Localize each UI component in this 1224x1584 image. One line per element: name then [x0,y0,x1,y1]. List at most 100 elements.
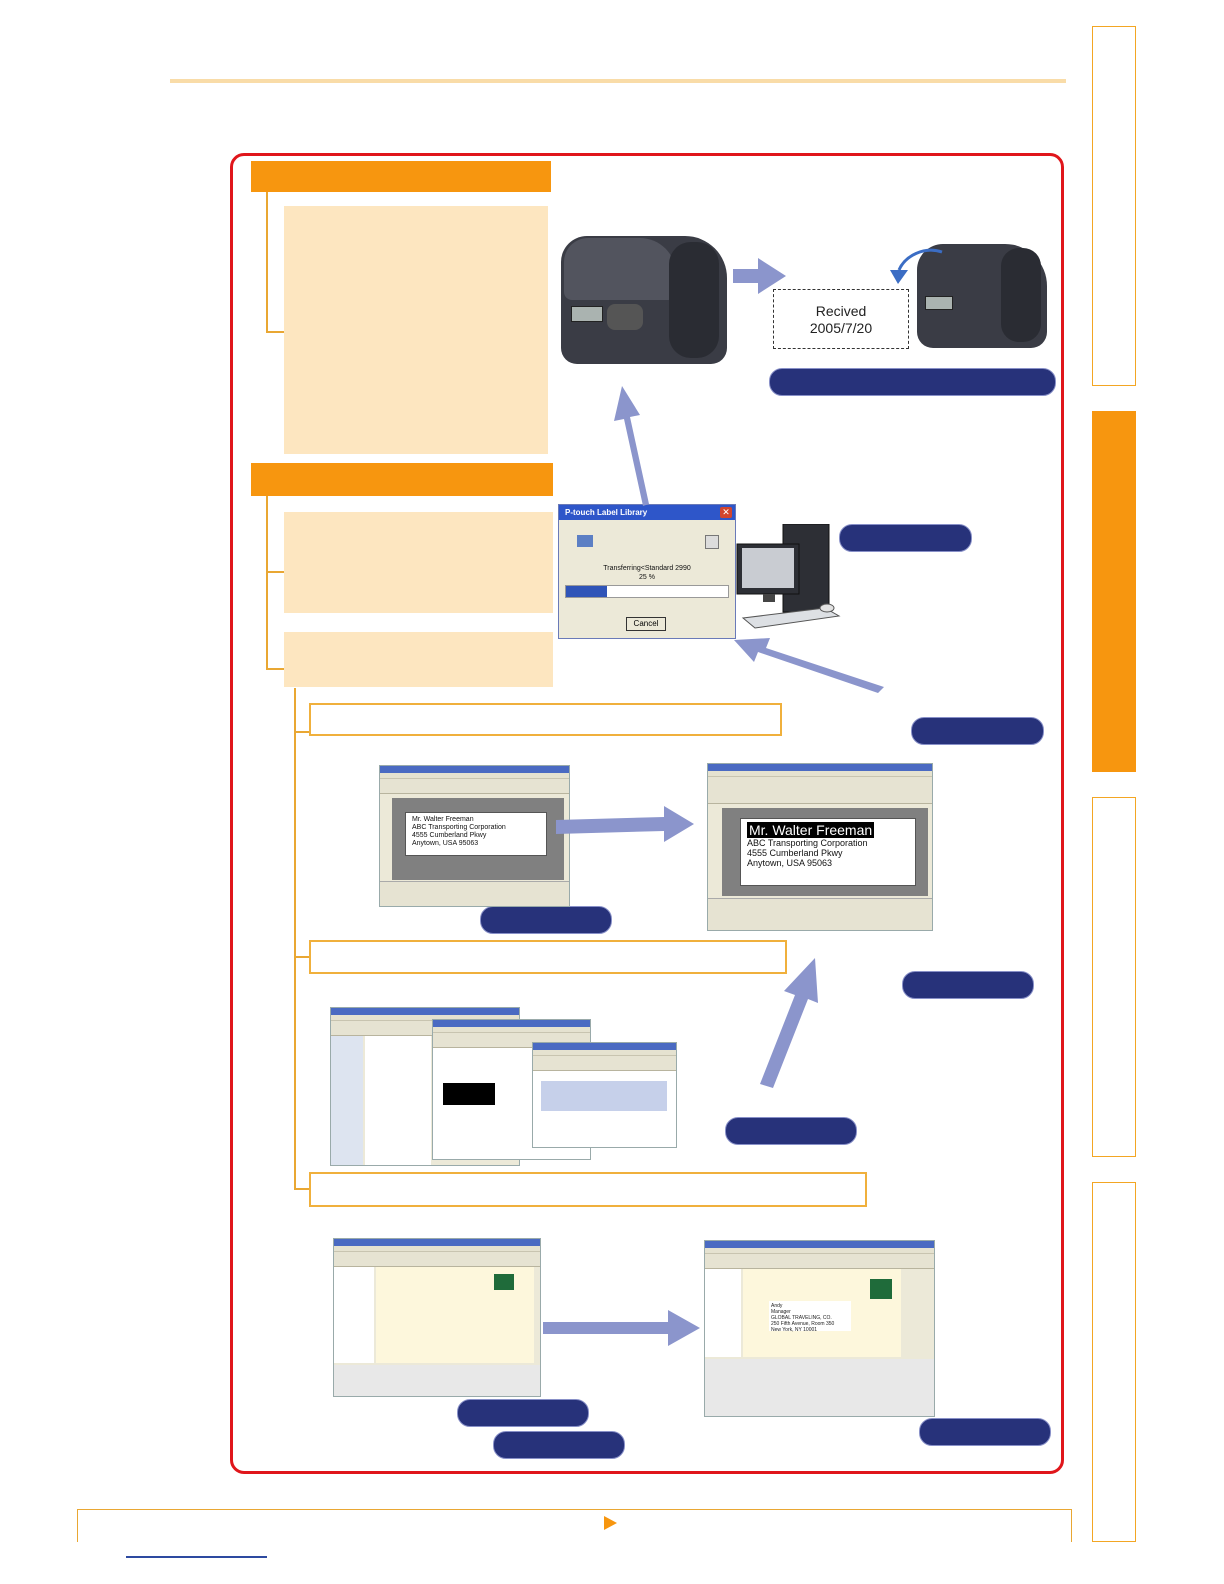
address-label-large: Mr. Walter Freeman ABC Transporting Corp… [740,818,916,886]
header-rule [170,79,1066,83]
addr-city: Anytown, USA 95063 [412,840,479,847]
title-bar-2 [708,764,932,771]
option-box-2 [309,940,787,974]
toolbar-db2 [705,1254,934,1269]
bracket-3-tick-b [294,956,310,958]
db2-folder-tree [705,1269,741,1357]
option-box-3 [309,1172,867,1207]
word-selected-address [443,1083,495,1105]
dialog-title: P-touch Label Library [559,505,735,520]
menu-bar-word [433,1027,590,1033]
section-heading-2 [251,463,553,496]
option-box-1 [309,703,782,736]
printer-small-icon [917,244,1047,348]
db-folder-tree [334,1267,374,1363]
printer-small-roll [1001,248,1041,342]
overview-frame [230,153,1064,1474]
bracket-3-tick-c [294,1188,310,1190]
db-grid [334,1365,540,1396]
step-pill-3 [911,717,1044,745]
excel-screenshot [532,1042,677,1148]
step-pill-2 [839,524,972,552]
toolbar [380,779,569,794]
addr-company-large: ABC Transporting Corporation [747,838,868,848]
card-company: GLOBAL TRAVELING, CO. [771,1315,832,1321]
bracket-3-tick-a [294,731,310,733]
transfer-progress-bar [565,585,729,598]
editor-bottom-toolbar [380,881,569,906]
description-panel-2 [284,512,553,613]
addr-street-large: 4555 Cumberland Pkwy [747,848,843,858]
computer-icon [736,524,841,629]
bottom-link-underline[interactable] [126,1556,267,1558]
menu-bar [380,773,569,779]
bracket-1 [266,192,268,332]
bracket-2-tick-a [266,571,284,573]
db2-grid [705,1359,934,1416]
step-pill-5 [902,971,1034,999]
printer-small-display [925,296,953,310]
title-bar-db2 [705,1241,934,1248]
db-image-icon [494,1274,514,1290]
editor-screenshot-after: Mr. Walter Freeman ABC Transporting Corp… [707,763,933,931]
menu-bar-outlook [331,1015,519,1021]
addr-name: Mr. Walter Freeman [412,816,474,823]
bracket-2 [266,496,268,669]
card-city: New York, NY 10001 [771,1327,818,1333]
bracket-2-tick-b [266,668,284,670]
editor-bottom-toolbar-2 [708,898,932,930]
menu-bar-db2 [705,1248,934,1254]
card-street: 250 Fifth Avenue, Room 350 [771,1321,835,1327]
title-bar-db [334,1239,540,1246]
printer-icon [561,236,727,364]
step-pill-8 [493,1431,625,1459]
side-tab-3[interactable] [1092,797,1136,1157]
card-title: Manager [771,1309,791,1315]
db2-image-icon [870,1279,892,1299]
outlook-contacts [365,1036,431,1165]
menu-bar-2 [708,771,932,777]
addr-city-large: Anytown, USA 95063 [747,858,833,868]
step-pill-9 [919,1418,1051,1446]
footer-frame [77,1509,1072,1542]
toolbar-db [334,1252,540,1267]
printer-keypad [607,304,643,330]
address-label-small: Mr. Walter Freeman ABC Transporting Corp… [405,812,547,856]
description-panel-3 [284,632,553,687]
menu-bar-db [334,1246,540,1252]
printer-roll-cover [669,242,719,358]
close-icon[interactable]: ✕ [720,507,732,518]
printer-lid [564,238,676,300]
printer-display [571,306,603,322]
editor-screenshot-before: Mr. Walter Freeman ABC Transporting Corp… [379,765,570,907]
addr-street: 4555 Cumberland Pkwy [412,832,487,839]
step-pill-1 [769,368,1056,396]
next-page-arrow-icon[interactable] [604,1516,617,1530]
description-panel-1 [284,206,548,454]
section-heading-1 [251,161,551,192]
side-tab-1[interactable] [1092,26,1136,386]
card-name: Andy [771,1303,783,1309]
cancel-button[interactable]: Cancel [626,617,666,631]
outlook-sidebar [331,1036,363,1165]
title-bar [380,766,569,773]
addr-company: ABC Transporting Corporation [412,824,506,831]
printed-label-sample: Recived 2005/7/20 [773,289,909,349]
dialog-status: Transferring<Standard 2990 [603,565,691,572]
menu-bar-excel [533,1050,676,1056]
side-tab-4[interactable] [1092,1182,1136,1542]
printer-small-dialog-icon [705,535,719,549]
label-line-2: 2005/7/20 [809,320,873,336]
computer-small-icon [577,535,593,547]
label-line-1: Recived [815,303,867,319]
progress-fill [566,586,607,597]
dialog-percent: 25 % [639,574,655,581]
db2-card: Andy Manager GLOBAL TRAVELING, CO. 250 F… [769,1301,851,1333]
toolbar-2 [708,777,932,804]
transfer-dialog: P-touch Label Library ✕ Transferring<Sta… [558,504,736,639]
title-bar-outlook [331,1008,519,1015]
bracket-3 [294,688,296,1190]
toolbar-excel [533,1056,676,1071]
database-screenshot-after: Andy Manager GLOBAL TRAVELING, CO. 250 F… [704,1240,935,1417]
side-tab-2-active[interactable] [1092,411,1136,772]
